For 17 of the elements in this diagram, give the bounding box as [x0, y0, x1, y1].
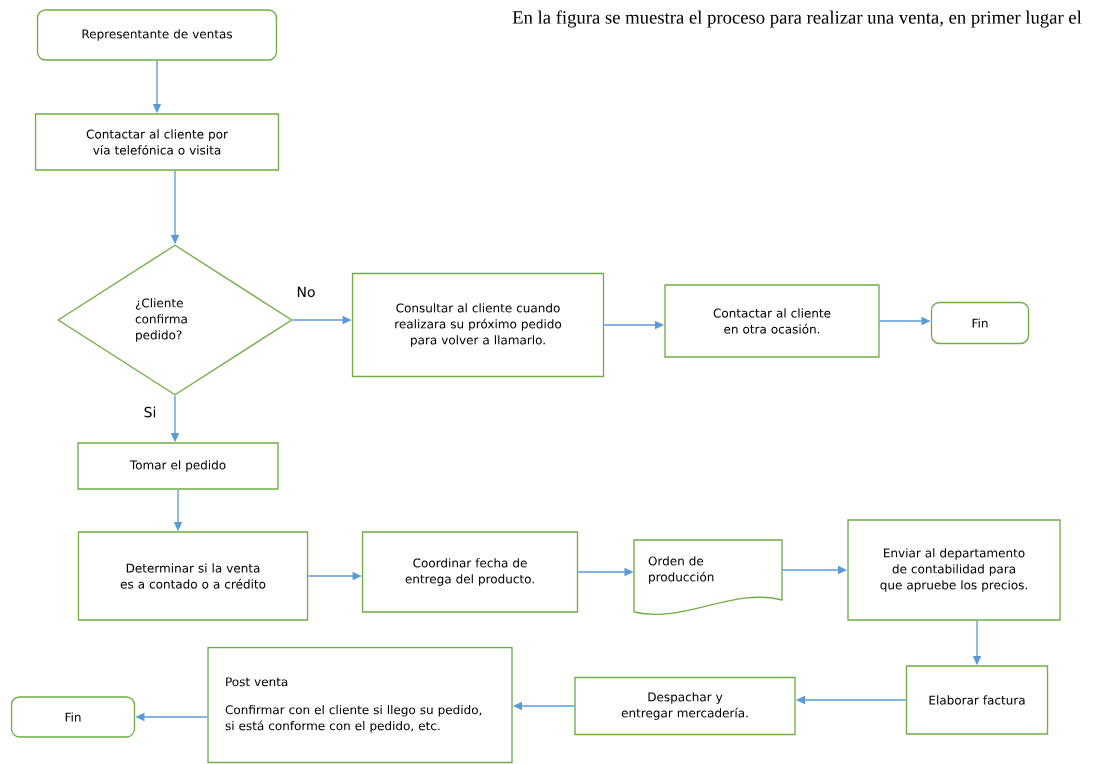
- process-box: Contactar al cliente por vía telefónica o visita: [34, 113, 280, 171]
- edge-label: No: [295, 285, 317, 299]
- body-text: En la figura se muestra el proceso para realizar una venta, en primer lugar el: [512, 10, 1082, 28]
- terminator-box: Fin: [930, 301, 1030, 345]
- process-box: Consultar al cliente cuando realizara su próximo pedido para volver a llamarlo.: [351, 272, 605, 378]
- process-box: Coordinar fecha de entrega del producto.: [361, 531, 579, 613]
- edge-label: Si: [142, 405, 158, 419]
- process-box: Enviar al departamento de contabilidad para que apruebe los precios.: [847, 519, 1061, 621]
- process-box: Determinar si la venta es a contado o a crédito: [77, 531, 309, 621]
- terminator-box: Fin: [10, 696, 136, 738]
- process-box: Post venta Confirmar con el cliente si llego su pedido, si está conforme con el pedido, etc.: [207, 646, 513, 764]
- process-box: Contactar al cliente en otra ocasión.: [664, 284, 880, 358]
- process-box: Despachar y entregar mercadería.: [574, 676, 796, 736]
- process-box: Elaborar factura: [905, 665, 1049, 735]
- terminator-box: Representante de ventas: [36, 9, 278, 61]
- process-box: Tomar el pedido: [77, 442, 279, 490]
- document-shape: Orden de producción: [633, 539, 783, 616]
